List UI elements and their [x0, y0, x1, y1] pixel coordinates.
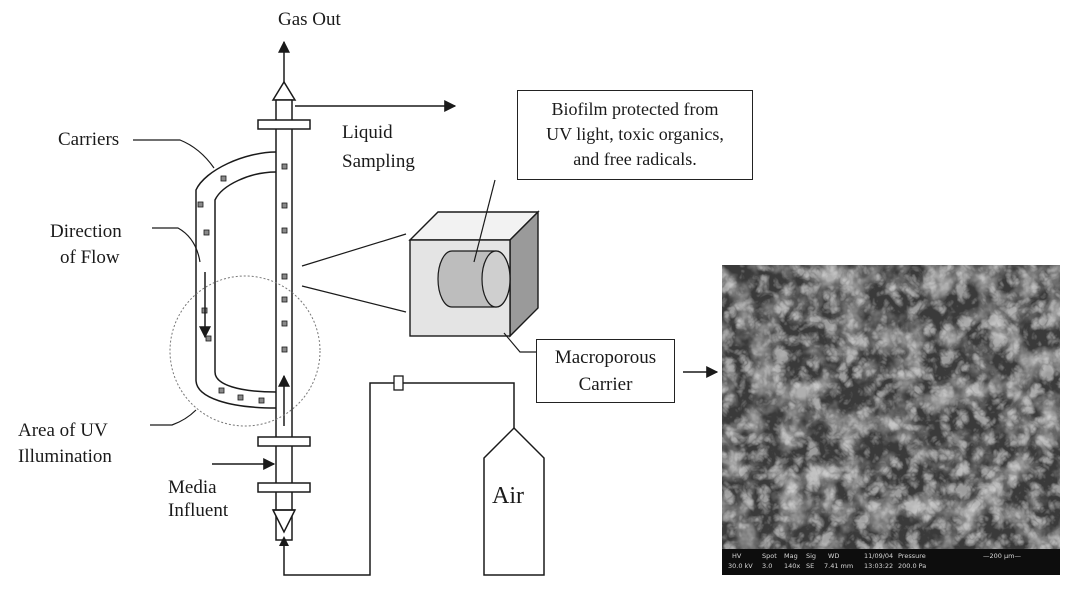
- direction-leader: [152, 227, 201, 263]
- flange-middle: [257, 436, 311, 447]
- carrier-particle: [258, 397, 265, 404]
- carrier-particle: [281, 320, 288, 327]
- sem-header-cell: Sig: [806, 552, 817, 560]
- carrier-particle: [281, 227, 288, 234]
- carrier-particle: [281, 273, 288, 280]
- carrier-particle: [237, 394, 244, 401]
- area-label-line2: Illumination: [18, 446, 112, 467]
- biofilm-pointer: [473, 179, 496, 263]
- biofilm-note-line3: and free radicals.: [573, 149, 697, 169]
- top-cone: [271, 80, 297, 101]
- sem-value-cell: SE: [806, 562, 815, 570]
- sem-value-cell: 30.0 kV: [728, 562, 753, 570]
- media-label-line2: Influent: [168, 500, 229, 521]
- sem-header-cell: 11/09/04: [864, 552, 894, 560]
- sem-value-cell: 140x: [784, 562, 801, 570]
- air-cylinder: [483, 426, 545, 576]
- direction-label-line1: Direction: [50, 221, 122, 242]
- macroporous-leader: [503, 332, 536, 353]
- sem-header-cell: WD: [828, 552, 840, 560]
- cylinder-end: [481, 250, 511, 308]
- macroporous-line1: Macroporous: [554, 347, 657, 368]
- downcomer-inner-wall: [214, 171, 277, 393]
- sem-info-value-row: 30.0 kV 3.0 140x SE 7.41 mm 13:03:22 200…: [722, 562, 1060, 571]
- carrier-particle: [197, 201, 204, 208]
- air-inlet-arrowhead: [279, 536, 289, 546]
- macroporous-carrier-box: Macroporous Carrier: [536, 339, 675, 403]
- carrier-particle: [218, 387, 225, 394]
- carriers-leader: [133, 139, 215, 169]
- downcomer-outer-wall: [195, 151, 277, 409]
- carriers-label: Carriers: [58, 129, 120, 150]
- biofilm-note-line2: UV light, toxic organics,: [546, 124, 724, 144]
- zoom-line-upper: [301, 233, 407, 267]
- carrier-particle: [281, 202, 288, 209]
- sem-texture: [722, 265, 1060, 575]
- sem-header-cell: Spot: [762, 552, 777, 560]
- carrier-particles: [197, 163, 288, 404]
- carrier-cube: [408, 210, 540, 338]
- sem-value-cell: 7.41 mm: [824, 562, 854, 570]
- zoom-line-lower: [301, 285, 407, 313]
- air-supply-line: [283, 382, 515, 576]
- sem-header-cell: Mag: [784, 552, 798, 560]
- flange-bottom: [257, 482, 311, 493]
- sem-value-cell: 13:03:22: [864, 562, 894, 570]
- air-label: Air: [492, 483, 524, 509]
- biofilm-note-line1: Biofilm protected from: [551, 99, 719, 119]
- uv-illumination-area: [169, 275, 321, 427]
- area-label-line1: Area of UV: [18, 420, 108, 441]
- sem-info-header-row: HV Spot Mag Sig WD 11/09/04 Pressure —20…: [722, 552, 1060, 561]
- carrier-particle: [281, 346, 288, 353]
- media-label-line1: Media: [168, 477, 217, 498]
- carrier-particle: [281, 163, 288, 170]
- sem-header-cell: Pressure: [898, 552, 926, 560]
- macroporous-line2: Carrier: [578, 374, 633, 395]
- flange-top: [257, 119, 311, 130]
- liquid-sampling-label-line2: Sampling: [342, 151, 415, 172]
- biofilm-note-box: Biofilm protected from UV light, toxic o…: [517, 90, 753, 180]
- gas-out-label: Gas Out: [278, 9, 341, 30]
- sem-header-cell: HV: [732, 552, 742, 560]
- sem-scale-bar-label: —200 µm—: [983, 552, 1021, 560]
- liquid-sampling-label-line1: Liquid: [342, 122, 393, 143]
- air-valve: [393, 375, 404, 391]
- carrier-particle: [203, 229, 210, 236]
- area-leader: [150, 409, 197, 426]
- carrier-particle: [205, 335, 212, 342]
- sem-info-bar: HV Spot Mag Sig WD 11/09/04 Pressure —20…: [722, 549, 1060, 575]
- sem-micrograph: HV Spot Mag Sig WD 11/09/04 Pressure —20…: [722, 265, 1060, 575]
- carrier-particle: [281, 296, 288, 303]
- sem-value-cell: 200.0 Pa: [898, 562, 927, 570]
- direction-label-line2: of Flow: [60, 247, 120, 268]
- carrier-particle: [220, 175, 227, 182]
- sem-value-cell: 3.0: [762, 562, 773, 570]
